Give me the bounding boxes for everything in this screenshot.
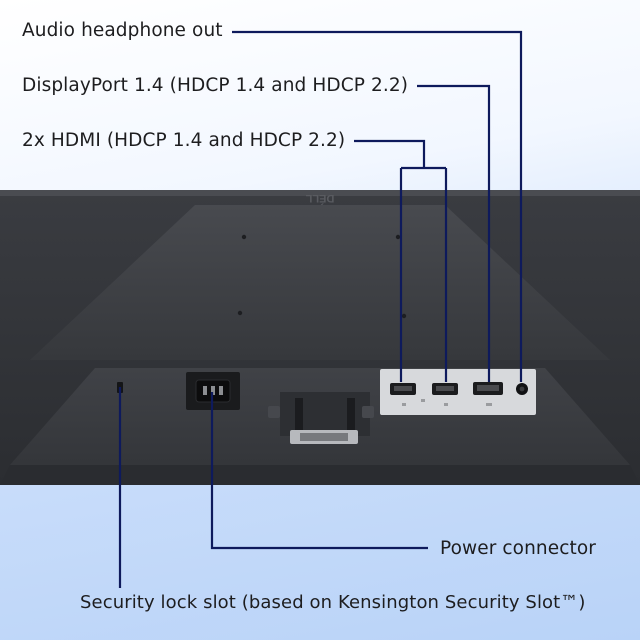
mount-hole [395,234,401,240]
power-leader-line [210,392,428,550]
brand-logo: DÉLL [305,192,334,205]
hdmi-label: 2x HDMI (HDCP 1.4 and HDCP 2.2) [22,130,346,151]
mount-hole [241,234,247,240]
port-panel [380,369,536,415]
mount-hole [401,313,407,319]
hdmi-leader-line [354,139,448,382]
displayport-label: DisplayPort 1.4 (HDCP 1.4 and HDCP 2.2) [22,75,409,96]
displayport-leader-line [417,84,491,382]
mount-hole [237,310,243,316]
power-connector-label: Power connector [440,538,596,559]
stand-mount-bracket [268,392,374,444]
security-slot-label: Security lock slot (based on Kensington … [80,592,586,613]
audio-leader-line [232,30,523,382]
audio-out-label: Audio headphone out [22,20,223,41]
